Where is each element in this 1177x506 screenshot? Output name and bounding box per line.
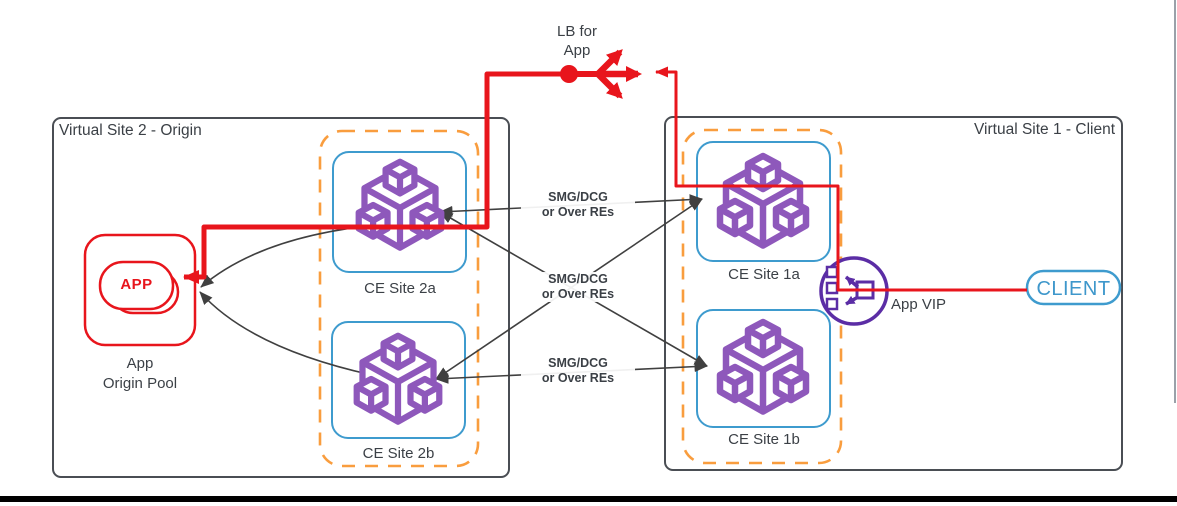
ce-site-2a-label: CE Site 2a	[364, 280, 436, 297]
ce-site-2b-label: CE Site 2b	[362, 445, 435, 462]
lb-label: LB for App	[556, 23, 598, 59]
site2-ce-group-outline	[318, 129, 480, 468]
site1-title: Virtual Site 1 - Client	[974, 121, 1115, 138]
site2-title: Virtual Site 2 - Origin	[59, 122, 202, 139]
link-label-top: SMG/DCG or Over REs	[521, 190, 635, 220]
client-to-lb-path	[655, 66, 1027, 292]
client-pill	[1025, 269, 1122, 306]
lb-to-origin-pool-path	[183, 71, 562, 284]
app-origin-pool-icon	[83, 233, 197, 347]
bottom-divider-bar	[0, 496, 1177, 502]
client-label: CLIENT	[1036, 278, 1111, 300]
app-origin-pool-label: App Origin Pool	[102, 355, 178, 392]
app-vip-label: App VIP	[891, 296, 947, 313]
link-2b-pool	[199, 291, 373, 376]
load-balancer-icon	[560, 49, 642, 99]
link-label-middle: SMG/DCG or Over REs	[521, 272, 635, 302]
ce-site-1b-label: CE Site 1b	[728, 431, 800, 448]
app-badge: APP	[120, 276, 153, 293]
ce-site-1a-label: CE Site 1a	[728, 266, 800, 283]
link-label-bottom: SMG/DCG or Over REs	[521, 356, 635, 386]
